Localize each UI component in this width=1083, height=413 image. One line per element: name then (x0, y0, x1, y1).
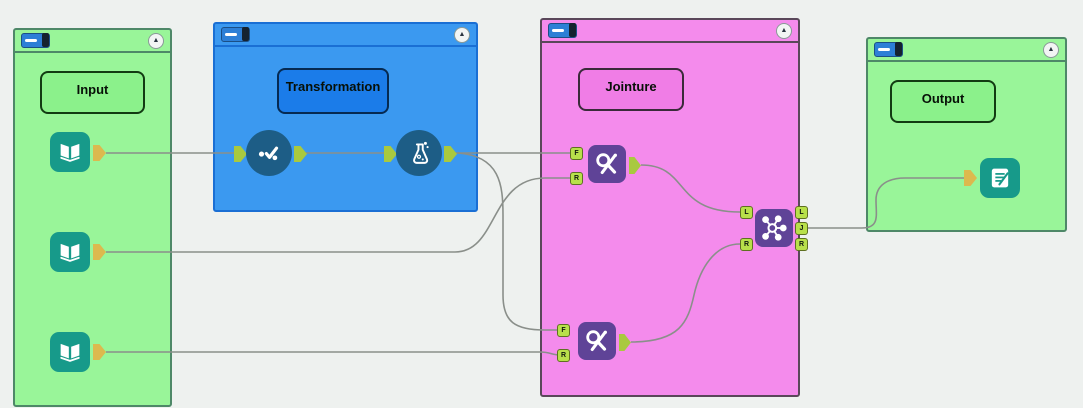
formula-flask-tool[interactable] (396, 130, 442, 176)
check-dots-icon (258, 146, 279, 161)
enable-toggle-icon[interactable] (548, 23, 577, 38)
join-r-input-anchor[interactable]: R (740, 238, 753, 251)
output-tool-input-anchor[interactable] (964, 170, 977, 186)
input-data-book-icon (60, 243, 80, 262)
input-data-tool-2[interactable] (50, 232, 90, 272)
wire-book3-to-fr2-r[interactable] (106, 351, 561, 356)
canvas-bottom-edge (0, 408, 1083, 413)
output-data-icon (991, 168, 1009, 188)
label-input[interactable]: Input (40, 71, 145, 114)
collapse-icon[interactable]: ▲ (454, 26, 470, 43)
join-tool[interactable] (755, 209, 793, 247)
formula-flask-icon (413, 141, 429, 164)
enable-toggle-icon[interactable] (874, 42, 903, 57)
find-replace-tool-2[interactable] (578, 322, 616, 360)
container-transformation[interactable]: ▲ (213, 22, 478, 212)
join-l-output-anchor[interactable]: L (795, 206, 808, 219)
find-replace1-f-anchor[interactable]: F (570, 147, 583, 160)
label-output[interactable]: Output (890, 80, 996, 123)
container-output-titlebar: ▲ (868, 39, 1065, 62)
find-replace2-f-anchor[interactable]: F (557, 324, 570, 337)
join-icon (762, 215, 787, 241)
container-input-titlebar: ▲ (15, 30, 170, 53)
container-transformation-titlebar: ▲ (215, 24, 476, 47)
collapse-icon[interactable]: ▲ (776, 22, 792, 39)
container-output[interactable]: ▲ (866, 37, 1067, 232)
input-data-tool-1[interactable] (50, 132, 90, 172)
find-replace-icon (596, 153, 617, 175)
enable-toggle-icon[interactable] (21, 33, 50, 48)
join-j-output-anchor[interactable]: J (795, 222, 808, 235)
label-transformation[interactable]: Transformation (277, 68, 389, 114)
input1-output-anchor[interactable] (93, 145, 106, 161)
find-replace-icon (586, 330, 607, 352)
label-jointure[interactable]: Jointure (578, 68, 684, 111)
find-replace1-r-anchor[interactable]: R (570, 172, 583, 185)
transform-check-tool[interactable] (246, 130, 292, 176)
check-tool-input-anchor[interactable] (234, 146, 247, 162)
container-jointure-titlebar: ▲ (542, 20, 798, 43)
input-data-tool-3[interactable] (50, 332, 90, 372)
find-replace2-r-anchor[interactable]: R (557, 349, 570, 362)
input3-output-anchor[interactable] (93, 344, 106, 360)
enable-toggle-icon[interactable] (221, 27, 250, 42)
formula-tool-output-anchor[interactable] (444, 146, 457, 162)
input-data-book-icon (60, 143, 80, 162)
collapse-icon[interactable]: ▲ (1043, 41, 1059, 58)
check-tool-output-anchor[interactable] (294, 146, 307, 162)
find-replace-tool-1[interactable] (588, 145, 626, 183)
output-data-tool[interactable] (980, 158, 1020, 198)
join-l-input-anchor[interactable]: L (740, 206, 753, 219)
input-data-book-icon (60, 343, 80, 362)
join-r-output-anchor[interactable]: R (795, 238, 808, 251)
formula-tool-input-anchor[interactable] (384, 146, 397, 162)
input2-output-anchor[interactable] (93, 244, 106, 260)
collapse-icon[interactable]: ▲ (148, 32, 164, 49)
